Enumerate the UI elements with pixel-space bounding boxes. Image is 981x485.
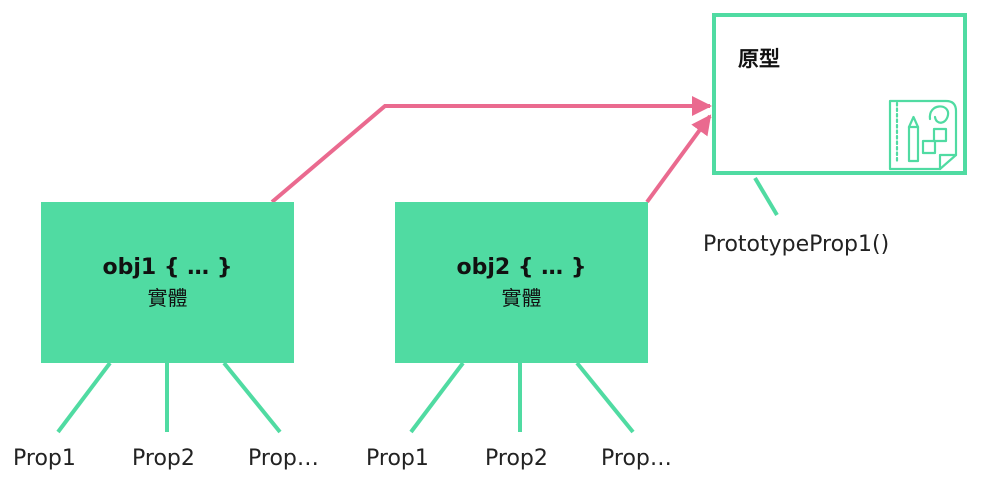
instance-box-obj1: obj1 { … } 實體 <box>41 202 294 363</box>
obj2-prop2-label: Prop2 <box>485 446 548 471</box>
prototype-method-label: PrototypeProp1() <box>703 232 890 257</box>
obj1-prop1-label: Prop1 <box>13 446 76 471</box>
obj1-prop3-connector <box>222 361 282 434</box>
instance-type-label: 實體 <box>147 285 188 310</box>
prototype-method-connector <box>753 176 779 217</box>
obj1-prop3-label: Prop… <box>248 446 319 471</box>
obj2-prop3-connector <box>575 361 635 434</box>
obj2-prop1-label: Prop1 <box>366 446 429 471</box>
obj1-prop1-connector <box>56 361 112 434</box>
prototype-title: 原型 <box>738 47 780 71</box>
obj2-to-prototype-arrow <box>645 114 712 204</box>
obj2-prop1-connector <box>409 361 465 434</box>
obj1-to-prototype-arrow <box>270 96 712 204</box>
instance-name: obj2 { … } <box>456 254 587 280</box>
prototype-box: 原型 <box>712 13 967 175</box>
design-blueprint-icon <box>888 99 958 171</box>
instance-box-obj2: obj2 { … } 實體 <box>395 202 648 363</box>
instance-name: obj1 { … } <box>102 254 233 280</box>
obj2-prop3-label: Prop… <box>601 446 672 471</box>
obj1-prop2-label: Prop2 <box>132 446 195 471</box>
instance-type-label: 實體 <box>501 285 542 310</box>
